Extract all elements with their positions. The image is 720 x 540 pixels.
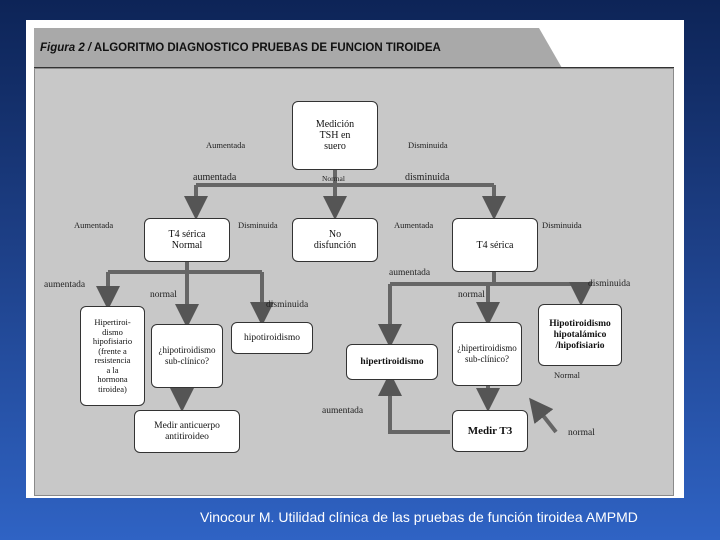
label-normal-4: normal xyxy=(568,428,595,438)
node-t4-right: T4 sérica xyxy=(452,218,538,272)
label-normal-1: Normal xyxy=(322,174,345,183)
label-aumentada-4: aumentada xyxy=(322,406,364,416)
label-aumentada-1: aumentada xyxy=(193,172,237,183)
figure-heading: ALGORITMO DIAGNOSTICO PRUEBAS DE FUNCION… xyxy=(93,42,441,54)
label-normal-3: normal xyxy=(458,290,485,300)
label-tsh-aumentada: Aumentada xyxy=(206,140,246,150)
label-aumentada-2: aumentada xyxy=(44,280,86,290)
figure-title-band: Figura 2 / ALGORITMO DIAGNOSTICO PRUEBAS… xyxy=(34,28,562,68)
node-hipotiroidismo-subclinico: ¿hipotiroidismo sub-clínico? xyxy=(151,324,223,388)
node-hipertiroidismo: hipertiroidismo xyxy=(346,344,438,380)
figure-title: Figura 2 / ALGORITMO DIAGNOSTICO PRUEBAS… xyxy=(40,42,441,54)
node-no-disfuncion: No disfunción xyxy=(292,218,378,262)
label-t4l-aumentada: Aumentada xyxy=(74,220,114,230)
citation-caption: Vinocour M. Utilidad clínica de las prue… xyxy=(200,509,638,525)
node-hipertiroidismo-hipofisiario: Hipertiroi- dismo hipofisiario (frente a… xyxy=(80,306,145,406)
node-hipotiroidismo-hipotalamico: Hipotiroidismo hipotalámico /hipofisiari… xyxy=(538,304,622,366)
arrow-t3-aumentada xyxy=(378,372,450,434)
label-t4r-aumentada: Aumentada xyxy=(394,220,434,230)
node-tsh: Medición TSH en suero xyxy=(292,101,378,170)
label-disminuida-1: disminuida xyxy=(405,172,450,183)
node-medir-anticuerpo: Medir anticuerpo antitiroideo xyxy=(134,410,240,453)
figure-prefix: Figura 2 / xyxy=(40,42,92,54)
node-medir-t3: Medir T3 xyxy=(452,410,528,452)
label-aumentada-3: aumentada xyxy=(389,268,431,278)
node-hipotiroidismo: hipotiroidismo xyxy=(231,322,313,354)
label-disminuida-2: disminuida xyxy=(266,300,309,310)
label-disminuida-3: disminuida xyxy=(588,279,631,289)
node-t4-left: T4 sérica Normal xyxy=(144,218,230,262)
label-t4r-disminuida: Disminuida xyxy=(542,220,582,230)
label-tsh-disminuida: Disminuida xyxy=(408,140,448,150)
label-t4l-disminuida: Disminuida xyxy=(238,220,278,230)
arrow-t3-normal xyxy=(529,397,558,434)
label-normal-hipotalamico: Normal xyxy=(554,370,580,380)
node-hipertiroidismo-subclinico: ¿hipertiroidismo sub-clínico? xyxy=(452,322,522,386)
label-normal-2: normal xyxy=(150,290,177,300)
